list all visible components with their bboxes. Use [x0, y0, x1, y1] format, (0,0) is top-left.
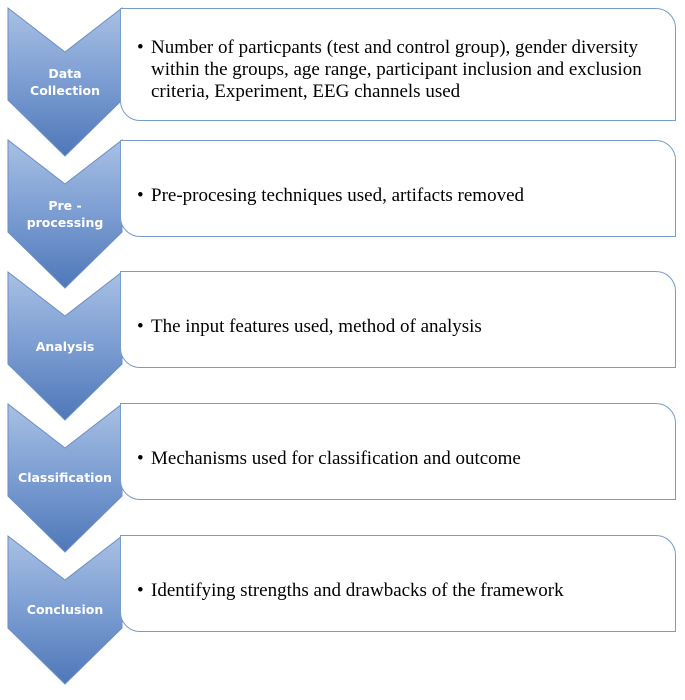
step-label: Classification [18, 470, 112, 485]
step-description: •Number of particpants (test and control… [137, 37, 642, 102]
step-description-box: •Pre-procesing techniques used, artifact… [120, 140, 676, 237]
bullet-icon: • [137, 316, 144, 337]
bullet-icon: • [137, 185, 144, 206]
step-description: •Mechanisms used for classification and … [137, 448, 521, 469]
step-description: •Pre-procesing techniques used, artifact… [137, 185, 525, 206]
chevron-pre-processing: Pre - processing [0, 132, 130, 292]
step-description: •The input features used, method of anal… [137, 316, 482, 337]
step-label: Conclusion [26, 602, 104, 617]
bullet-icon: • [137, 580, 144, 601]
step-description: •Identifying strengths and drawbacks of … [137, 580, 564, 601]
chevron-analysis: Analysis [0, 264, 130, 424]
step-description-box: •Number of particpants (test and control… [120, 8, 676, 121]
step-label: Data Collection [30, 66, 100, 98]
bullet-icon: • [137, 37, 144, 58]
chevron-arrow-icon [7, 534, 123, 685]
chevron-arrow-icon [7, 270, 123, 421]
bullet-icon: • [137, 448, 144, 469]
chevron-classification: Classification [0, 396, 130, 556]
chevron-arrow-icon [7, 138, 123, 289]
step-label: Analysis [35, 339, 95, 354]
chevron-arrow-icon [7, 402, 123, 553]
step-description-box: •Mechanisms used for classification and … [120, 403, 676, 500]
step-description-box: •Identifying strengths and drawbacks of … [120, 535, 676, 632]
chevron-conclusion: Conclusion [0, 528, 130, 688]
step-description-box: •The input features used, method of anal… [120, 271, 676, 368]
step-label: Pre - processing [26, 198, 104, 230]
